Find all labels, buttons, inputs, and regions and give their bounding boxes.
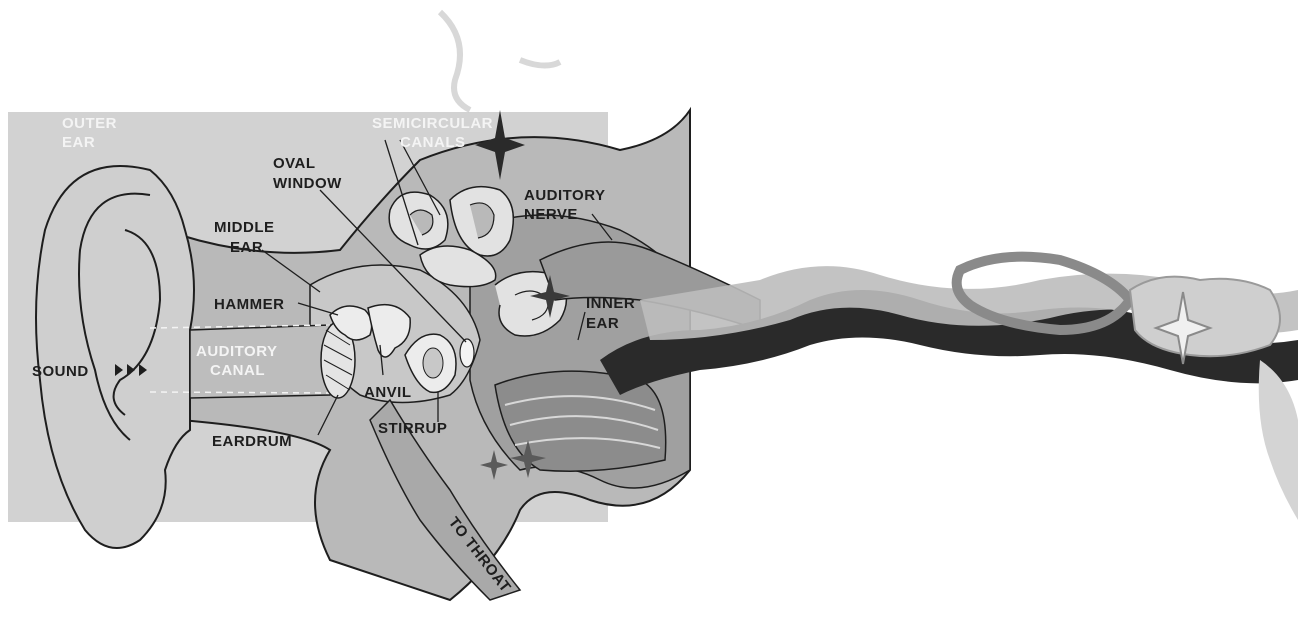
hammer-label: HAMMER <box>214 296 285 313</box>
eardrum-label: EARDRUM <box>212 433 292 450</box>
auditory-canal-label-line1: AUDITORY <box>196 343 278 360</box>
middle-ear-label-line1: MIDDLE <box>214 219 275 236</box>
sound-label: SOUND <box>32 363 89 380</box>
inner-ear-label-line1: INNER <box>586 295 635 312</box>
stirrup-hole <box>423 348 443 378</box>
auditory-nerve-label-line2: NERVE <box>524 206 578 223</box>
right-edge-fragment <box>1259 360 1298 520</box>
semicircular-canals-label-line2: CANALS <box>400 134 466 151</box>
oval-window-label-line2: WINDOW <box>273 175 342 192</box>
brain-lobe-right <box>1130 277 1280 357</box>
stirrup-label: STIRRUP <box>378 420 447 437</box>
top-wisp-decoration <box>440 12 560 110</box>
semicircular-canals-label-line1: SEMICIRCULAR <box>372 115 493 132</box>
oval-window-membrane <box>460 339 474 367</box>
outer-ear-label-line1: OUTER <box>62 115 117 132</box>
inner-ear-label-line2: EAR <box>586 315 619 332</box>
middle-ear-label-line2: EAR <box>230 239 263 256</box>
anvil-label: ANVIL <box>364 384 412 401</box>
auditory-nerve-label-line1: AUDITORY <box>524 187 606 204</box>
auditory-canal-label-line2: CANAL <box>210 362 265 379</box>
outer-ear-label-line2: EAR <box>62 134 95 151</box>
oval-window-label-line1: OVAL <box>273 155 316 172</box>
